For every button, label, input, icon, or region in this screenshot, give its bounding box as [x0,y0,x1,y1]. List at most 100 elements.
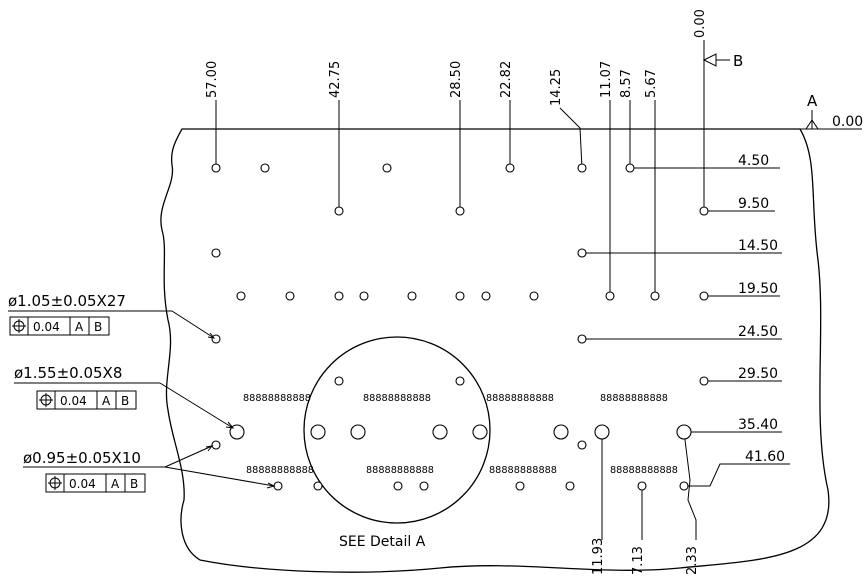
dim-right-14.50: 14.50 [738,238,778,254]
callout-3-size: ø0.95±0.05X10 [23,449,141,467]
hole [236,291,246,301]
datum-triangle-icon [805,119,819,130]
hole [211,248,221,258]
callout-2-datum1: A [102,394,111,408]
callout-1-datum1: A [75,320,84,334]
hole-large [310,424,326,440]
hole [515,481,525,491]
pad-row-top-3: 88888888888 [486,393,554,404]
hole [481,291,491,301]
hole-group-large [229,424,692,440]
hole [699,376,709,386]
hole [455,376,465,386]
callout-2-datum2: B [121,394,129,408]
detail-a-circle [303,336,491,524]
hole [260,163,270,173]
hole [650,291,660,301]
pad-row-top-4: 88888888888 [600,393,668,404]
true-position-icon [48,476,62,490]
hole [505,163,515,173]
datum-a-label: A [807,92,818,110]
hole-large [594,424,610,440]
callout-1-fcf: 0.04 A B [9,316,110,336]
datum-triangle-b-icon [702,53,717,67]
callout-2-size: ø1.55±0.05X8 [14,364,122,382]
hole [382,163,392,173]
dim-right-0: 0.00 [832,114,863,130]
hole-large [472,424,488,440]
hole [334,206,344,216]
dim-right-4.50: 4.50 [738,153,769,169]
pad-row-top-1: 88888888888 [243,393,311,404]
pad-row-top-2: 88888888888 [363,393,431,404]
dim-right-9.50: 9.50 [738,196,769,212]
hole [419,481,429,491]
hole [577,248,587,258]
hole [455,206,465,216]
dim-top-5.67: 5.67 [644,69,659,98]
pad-row-bottom-1: 88888888888 [246,465,314,476]
dim-right-35.40: 35.40 [738,417,778,433]
dim-top-0.00: 0.00 [693,9,708,38]
hole-group-small [211,163,709,491]
hole [699,291,709,301]
dim-bottom-11.93: 11.93 [591,538,606,575]
pad-row-bottom-3: 88888888888 [489,465,557,476]
dim-top-14.25: 14.25 [549,69,564,106]
pad-row-bottom-2: 88888888888 [366,465,434,476]
callout-1-tolerance: 0.04 [33,320,60,334]
hole-large [676,424,692,440]
hole [334,291,344,301]
dim-top-42.75: 42.75 [328,61,343,98]
hole [211,440,221,450]
board-outline [160,128,830,573]
hole-large [350,424,366,440]
callout-1-datum2: B [94,320,102,334]
hole [211,163,221,173]
hole [577,163,587,173]
dim-right-19.50: 19.50 [738,281,778,297]
detail-a-label: SEE Detail A [339,534,426,550]
callout-3-datum2: B [130,477,138,491]
callout-3-fcf: 0.04 A B [45,473,146,493]
true-position-icon [39,393,53,407]
hole [211,334,221,344]
hole [625,163,635,173]
hole-large [553,424,569,440]
dim-top-57.00: 57.00 [205,61,220,98]
hole [407,291,417,301]
dim-bottom-7.13: 7.13 [631,546,646,575]
dim-top-22.82: 22.82 [499,61,514,98]
callout-2-fcf: 0.04 A B [36,390,137,410]
callout-1-size: ø1.05±0.05X27 [8,292,126,310]
hole [565,481,575,491]
hole [679,481,689,491]
hole [273,481,283,491]
hole [455,291,465,301]
dim-right-41.60: 41.60 [745,449,785,465]
callout-3-datum1: A [111,477,120,491]
hole [334,376,344,386]
hole [577,440,587,450]
hole-large [432,424,448,440]
dim-bottom-2.33: 2.33 [685,546,700,575]
hole [699,206,709,216]
dim-top-28.50: 28.50 [449,61,464,98]
pad-row-bottom-4: 88888888888 [610,465,678,476]
dim-right-24.50: 24.50 [738,324,778,340]
hole [313,481,323,491]
hole [637,481,647,491]
true-position-icon [12,319,26,333]
dim-top-11.07: 11.07 [599,61,614,98]
hole [577,334,587,344]
hole [529,291,539,301]
hole [605,291,615,301]
dim-top-8.57: 8.57 [619,69,634,98]
hole [285,291,295,301]
callout-3-tolerance: 0.04 [69,477,96,491]
datum-b-label: B [733,52,743,70]
dim-right-29.50: 29.50 [738,366,778,382]
hole [393,481,403,491]
hole [359,291,369,301]
